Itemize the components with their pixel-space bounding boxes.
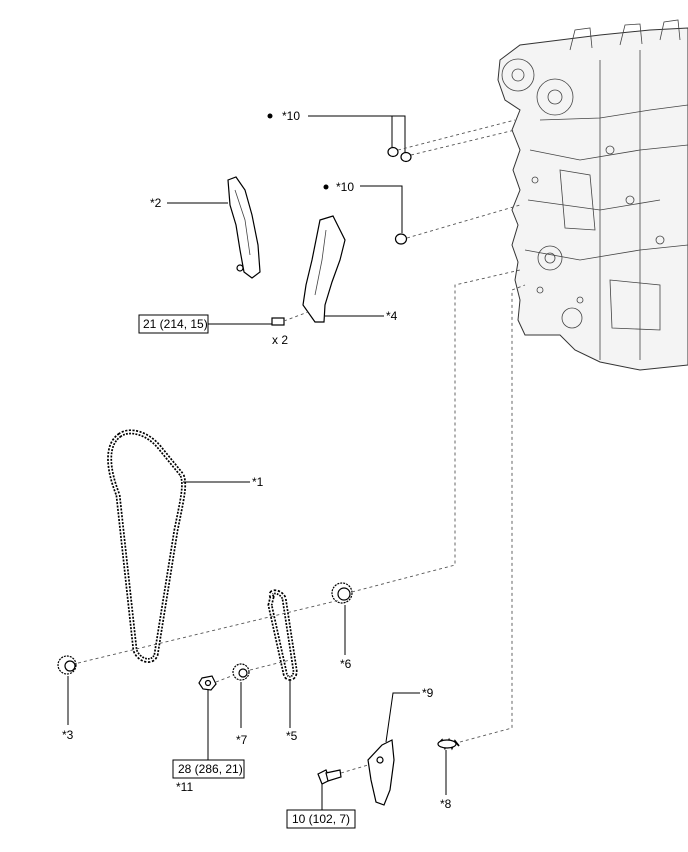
callout-7: *7 bbox=[236, 733, 248, 747]
dashed-guide bbox=[249, 659, 291, 671]
dashed-guide bbox=[406, 204, 521, 239]
torque-box-2 bbox=[172, 759, 245, 779]
callout-10b: *10 bbox=[336, 180, 354, 194]
quantity-label: x 2 bbox=[272, 333, 288, 347]
dashed-guide bbox=[77, 599, 341, 664]
oil-pump-sprocket-hub bbox=[238, 668, 248, 678]
dashed-guide bbox=[459, 284, 526, 743]
dashed-guide bbox=[351, 269, 521, 593]
o-ring bbox=[400, 151, 412, 163]
guide-mount bbox=[236, 264, 244, 272]
slipper-rib bbox=[314, 229, 327, 296]
callout-2: *2 bbox=[150, 196, 162, 210]
callout-11: *11 bbox=[176, 780, 193, 794]
timing-chain-inner bbox=[108, 431, 185, 662]
callout-1: *1 bbox=[252, 475, 264, 489]
callout-3: *3 bbox=[62, 728, 74, 742]
callout-4: *4 bbox=[386, 309, 398, 323]
crankshaft-sprocket-hub bbox=[337, 587, 351, 601]
chain-tensioner-slipper bbox=[302, 215, 346, 323]
callout-6: *6 bbox=[340, 657, 352, 671]
bullet-dot bbox=[323, 184, 329, 190]
torque-value-3: 10 (102, 7) bbox=[292, 812, 350, 826]
oil-pump-chain-inner bbox=[269, 591, 296, 680]
torque-box-3 bbox=[286, 809, 356, 829]
callout-5: *5 bbox=[286, 729, 298, 743]
spring-end bbox=[437, 739, 457, 749]
dashed-guide bbox=[215, 674, 235, 683]
tensioner-plate bbox=[367, 739, 395, 806]
o-ring bbox=[387, 146, 399, 158]
dashed-guide bbox=[397, 119, 516, 156]
engine-block bbox=[497, 19, 688, 371]
leader-9 bbox=[385, 692, 420, 743]
callout-9: *9 bbox=[422, 686, 434, 700]
nut-hole bbox=[204, 679, 212, 687]
plate-hole bbox=[376, 756, 384, 764]
bullet-dot bbox=[267, 113, 273, 119]
callout-8: *8 bbox=[440, 797, 452, 811]
flange-bolt-shank bbox=[325, 769, 342, 782]
torque-value-1: 21 (214, 15) bbox=[143, 317, 208, 331]
callout-10a: *10 bbox=[282, 109, 300, 123]
timing-chain bbox=[107, 429, 187, 663]
torque-value-2: 28 (286, 21) bbox=[178, 762, 243, 776]
chain-guide bbox=[227, 176, 261, 279]
dashed-guide bbox=[283, 311, 309, 322]
sprocket-hub bbox=[64, 660, 76, 672]
o-ring bbox=[394, 233, 408, 245]
leader-10b bbox=[360, 185, 403, 233]
guide-rib bbox=[234, 189, 251, 256]
leader-10a bbox=[308, 115, 406, 153]
bolt bbox=[271, 317, 285, 326]
dashed-guide bbox=[340, 764, 369, 774]
